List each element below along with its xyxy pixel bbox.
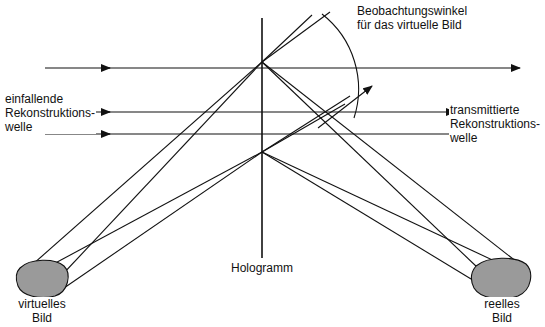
real-image: [472, 258, 531, 299]
angle-label: Beobachtungswinkel für das virtuelle Bil…: [356, 4, 483, 32]
incident-wave-label: einfallende Rekonstruktions- welle: [4, 92, 96, 134]
transmitted-wave-label: transmittierte Rekonstruktions- welle: [449, 103, 541, 145]
real-image-label: reelles Bild: [483, 297, 520, 325]
hologram-label: Hologramm: [230, 261, 294, 275]
virtual-image-label: virtuelles Bild: [17, 297, 66, 325]
virtual-image: [16, 260, 68, 297]
